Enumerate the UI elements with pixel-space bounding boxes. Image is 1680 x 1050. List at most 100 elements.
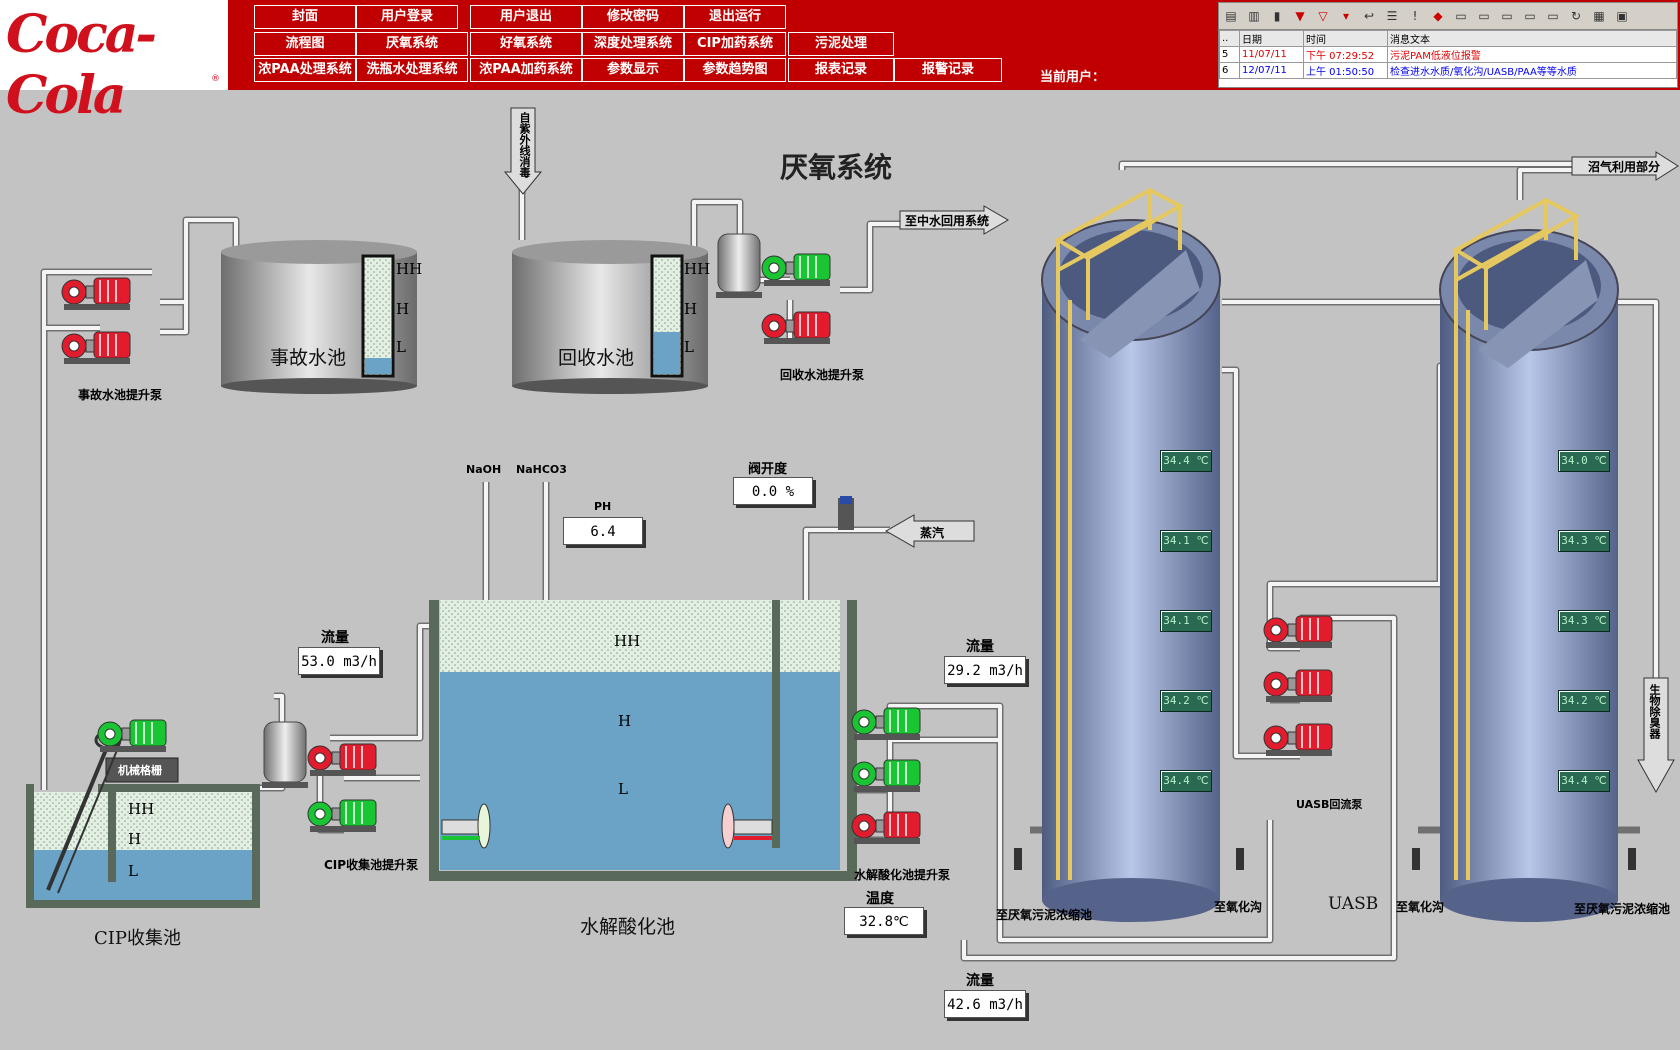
nav-report-button[interactable]: 报表记录 bbox=[788, 58, 894, 82]
filter-cip bbox=[262, 721, 308, 788]
hydrolysis-tank bbox=[429, 600, 857, 881]
nav-sludge-button[interactable]: 污泥处理 bbox=[788, 32, 894, 56]
steam-valve-head bbox=[840, 496, 852, 504]
row-text: 检查进水水质/氧化沟/UASB/PAA等等水质 bbox=[1387, 62, 1677, 79]
to-oxidation-label-1: 至氧化沟 bbox=[1214, 900, 1263, 914]
alarm-panel: ▤ ▥ ▮ ▼ ▽ ▾ ↩ ☰ ǃ ◆ ▭ ▭ ▭ ▭ ▭ ↻ ▦ ▣ .. 日… bbox=[1218, 2, 1678, 88]
valve-opening-display: 0.0 % bbox=[733, 477, 813, 505]
alarm-list-icon[interactable]: ▤ bbox=[1225, 9, 1237, 23]
refresh-icon[interactable]: ↻ bbox=[1570, 9, 1582, 23]
accident-level-fill bbox=[365, 358, 391, 374]
nav-paa-treatment-button[interactable]: 浓PAA处理系统 bbox=[254, 58, 356, 82]
acknowledge-all-icon[interactable]: ▽ bbox=[1318, 9, 1328, 23]
last-icon[interactable]: ▭ bbox=[1524, 9, 1536, 23]
flow-label: 流量 bbox=[321, 630, 349, 646]
nav-aerobic-button[interactable]: 好氧系统 bbox=[470, 32, 582, 56]
pipe bbox=[802, 526, 890, 600]
pump-recovery-pump-standby-icon[interactable] bbox=[760, 308, 834, 346]
uasb2-temp-4: 34.2 ℃ bbox=[1558, 690, 1610, 712]
col-date: 日期 bbox=[1239, 30, 1304, 47]
nahco3-label: NaHCO3 bbox=[516, 463, 567, 476]
nav-param-trend-button[interactable]: 参数趋势图 bbox=[684, 58, 786, 82]
nav-deep-treatment-button[interactable]: 深度处理系统 bbox=[582, 32, 684, 56]
first-icon[interactable]: ▭ bbox=[1455, 9, 1467, 23]
alarm-table: .. 日期 时间 消息文本 5 11/07/11 下午 07:29:52 污泥P… bbox=[1219, 30, 1677, 79]
pump-uasb-pump-2-icon[interactable] bbox=[1262, 666, 1336, 704]
hydrolysis-pool-label: 水解酸化池 bbox=[580, 916, 676, 938]
uv-disinfection-label: 自紫外线消毒 bbox=[518, 112, 531, 178]
temperature-label: 温度 bbox=[866, 891, 894, 907]
pump-screen-motor-icon[interactable] bbox=[96, 716, 170, 754]
uasb2-temp-2: 34.3 ℃ bbox=[1558, 530, 1610, 552]
page-title: 厌氧系统 bbox=[780, 151, 893, 184]
to-reuse-arrow-icon bbox=[899, 205, 1009, 235]
bio-deodor-arrow-icon bbox=[1637, 677, 1675, 794]
pump-hydro-pump-1-icon[interactable] bbox=[850, 704, 924, 742]
table-row[interactable]: 6 12/07/11 上午 01:50:50 检查进水水质/氧化沟/UASB/P… bbox=[1219, 62, 1677, 79]
pump-cip-pump-running-icon[interactable] bbox=[306, 796, 380, 834]
table-row[interactable]: 5 11/07/11 下午 07:29:52 污泥PAM低液位报警 bbox=[1219, 46, 1677, 63]
pump-uasb-pump-1-icon[interactable] bbox=[1262, 612, 1336, 650]
archive-icon[interactable]: ▥ bbox=[1248, 9, 1260, 23]
nav-cover-button[interactable]: 封面 bbox=[254, 5, 356, 29]
nav-logout-button[interactable]: 用户退出 bbox=[470, 5, 582, 29]
valve bbox=[1014, 848, 1022, 870]
mixer-left bbox=[441, 803, 491, 849]
uv-inlet-arrow-icon bbox=[503, 107, 543, 195]
level-hh-label: HH bbox=[614, 632, 641, 650]
level-h-label: H bbox=[684, 300, 698, 318]
statistics-icon[interactable]: ▮ bbox=[1273, 9, 1281, 23]
next-icon[interactable]: ▭ bbox=[1501, 9, 1513, 23]
acknowledge-icon[interactable]: ▼ bbox=[1295, 9, 1305, 23]
uasb-tower-1 bbox=[1041, 187, 1221, 922]
logo-mark: ® bbox=[211, 74, 220, 84]
level-hh-label: HH bbox=[684, 260, 711, 278]
current-user-label: 当前用户： bbox=[1040, 70, 1106, 85]
nav-alarm-record-button[interactable]: 报警记录 bbox=[894, 58, 1002, 82]
filter-icon[interactable]: ☰ bbox=[1386, 9, 1398, 23]
level-h-label: H bbox=[128, 830, 142, 848]
nav-exit-button[interactable]: 退出运行 bbox=[684, 5, 786, 29]
cip-pool bbox=[26, 730, 260, 908]
pump-recovery-pump-running-icon[interactable] bbox=[760, 250, 834, 288]
nav-anaerobic-button[interactable]: 厌氧系统 bbox=[356, 32, 468, 56]
lock-icon[interactable]: ▣ bbox=[1616, 9, 1628, 23]
recovery-tank bbox=[512, 240, 708, 394]
uasb-label: UASB bbox=[1328, 894, 1379, 914]
nav-bottle-wash-button[interactable]: 洗瓶水处理系统 bbox=[356, 58, 468, 82]
info-icon[interactable]: ǃ bbox=[1413, 9, 1417, 23]
pump-cip-pump-standby-icon[interactable] bbox=[306, 740, 380, 778]
pump-hydro-pump-3-icon[interactable] bbox=[850, 808, 924, 846]
recovery-pump-label: 回收水池提升泵 bbox=[780, 368, 865, 382]
nav-paa-dosing-button[interactable]: 浓PAA加药系统 bbox=[470, 58, 582, 82]
text-edit-icon[interactable]: ▭ bbox=[1547, 9, 1559, 23]
pipe bbox=[482, 482, 550, 600]
prev-icon[interactable]: ▭ bbox=[1478, 9, 1490, 23]
pump-accident-pump-1-icon[interactable] bbox=[60, 274, 134, 312]
naoh-label: NaOH bbox=[466, 463, 502, 476]
pump-accident-pump-2-icon[interactable] bbox=[60, 328, 134, 366]
cip-level-fill bbox=[32, 850, 252, 900]
loop-icon[interactable]: ↩ bbox=[1363, 9, 1375, 23]
pipe bbox=[1222, 300, 1658, 690]
bio-deodor-label: 生物除臭器 bbox=[1648, 684, 1661, 739]
pump-hydro-pump-2-icon[interactable] bbox=[850, 756, 924, 794]
nav-flowchart-button[interactable]: 流程图 bbox=[254, 32, 356, 56]
nav-param-display-button[interactable]: 参数显示 bbox=[582, 58, 684, 82]
print-icon[interactable]: ▦ bbox=[1593, 9, 1605, 23]
nav-cip-dosing-button[interactable]: CIP加药系统 bbox=[684, 32, 786, 56]
pipe bbox=[1120, 162, 1600, 200]
horn-icon[interactable]: ◆ bbox=[1433, 9, 1443, 23]
pump-uasb-pump-3-icon[interactable] bbox=[1262, 720, 1336, 758]
level-hh-label: HH bbox=[128, 800, 155, 818]
pipe bbox=[1222, 362, 1450, 760]
level-l-label: L bbox=[618, 780, 628, 798]
to-sludge-label-1: 至厌氧污泥浓缩池 bbox=[996, 908, 1093, 922]
coca-cola-logo: Coca-Cola ® bbox=[0, 0, 228, 126]
level-l-label: L bbox=[684, 338, 694, 356]
nav-change-password-button[interactable]: 修改密码 bbox=[582, 5, 684, 29]
acknowledge-group-icon[interactable]: ▾ bbox=[1342, 9, 1350, 23]
recovery-pool-label: 回收水池 bbox=[558, 347, 635, 369]
nav-login-button[interactable]: 用户登录 bbox=[356, 5, 458, 29]
